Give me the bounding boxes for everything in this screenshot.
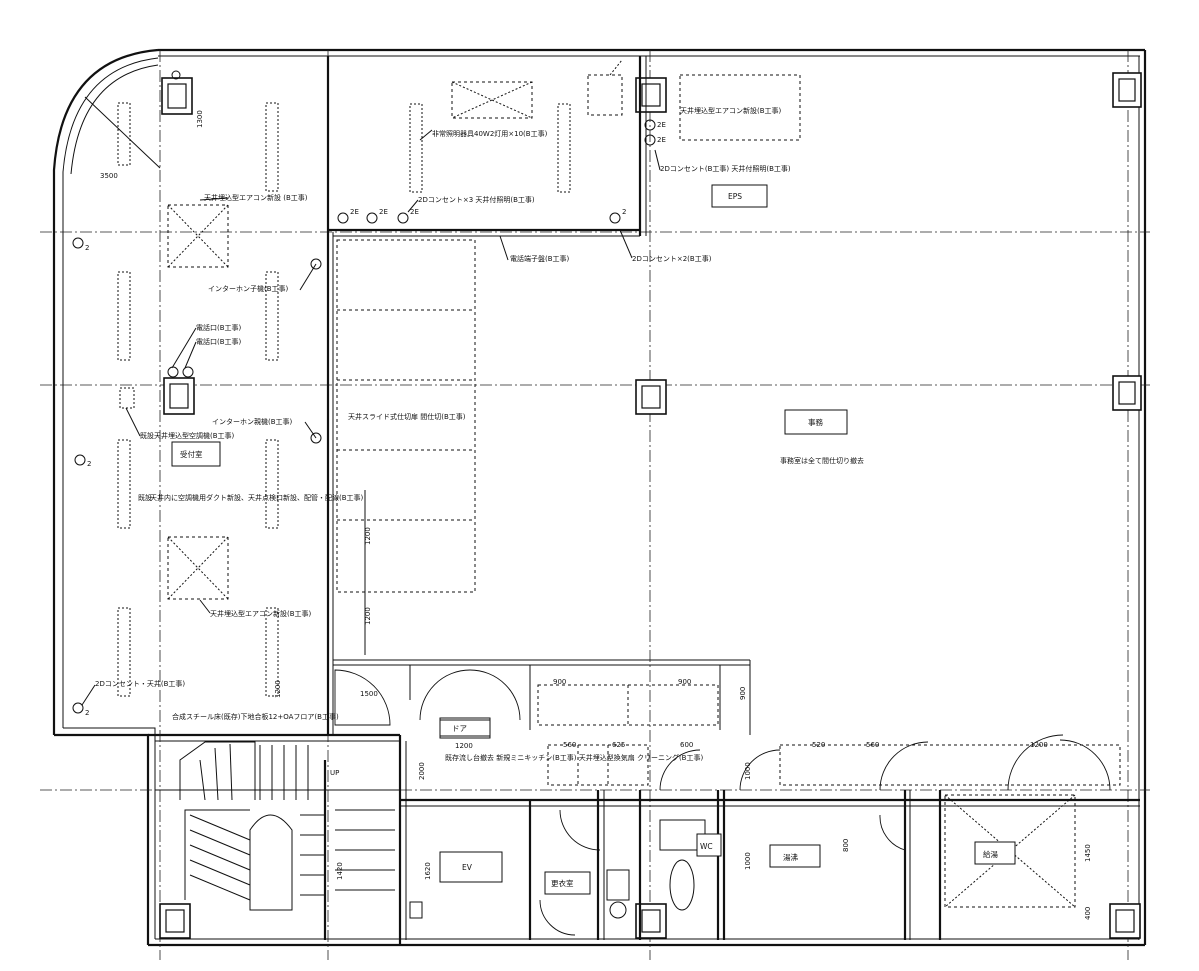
svg-text:520: 520 bbox=[812, 741, 825, 749]
svg-text:3500: 3500 bbox=[100, 172, 118, 180]
office-note: 事務室は全て間仕切り撤去 bbox=[780, 456, 864, 465]
svg-text:2: 2 bbox=[85, 244, 89, 252]
annotation: 2Dコンセント×2(B工事) bbox=[632, 254, 712, 263]
svg-text:1200: 1200 bbox=[274, 680, 282, 698]
svg-text:2: 2 bbox=[85, 709, 89, 717]
partitions bbox=[155, 56, 1140, 945]
svg-text:900: 900 bbox=[739, 687, 747, 700]
ac-units bbox=[167, 59, 1076, 908]
outlet-icon bbox=[609, 212, 621, 224]
annotations: 天井埋込型エアコン新設 (B工事) 非常照明器具40W2灯用×10(B工事) 2… bbox=[95, 106, 791, 762]
outlet-icon bbox=[182, 366, 194, 378]
column bbox=[163, 377, 195, 415]
column bbox=[1112, 375, 1142, 411]
svg-text:2: 2 bbox=[87, 460, 91, 468]
svg-text:2E: 2E bbox=[350, 208, 359, 216]
sliding-panels bbox=[336, 239, 476, 655]
annotation: 既設 bbox=[138, 493, 152, 502]
outer-walls bbox=[52, 48, 1147, 947]
door-label: ドア bbox=[452, 724, 467, 733]
annotation: 天井内に空調機用ダクト新設、天井点検口新設、配管・配線(B工事) bbox=[150, 493, 364, 502]
svg-text:2E: 2E bbox=[657, 121, 666, 129]
annotation: インターホン親機(B工事) bbox=[212, 417, 293, 426]
outlet-icon bbox=[397, 212, 409, 224]
outlet-icon bbox=[310, 258, 322, 270]
annotation: 既設天井埋込型空調機(B工事) bbox=[140, 431, 235, 440]
room-label-dressing: 更衣室 bbox=[551, 878, 574, 888]
svg-text:1000: 1000 bbox=[744, 852, 752, 870]
svg-text:1500: 1500 bbox=[360, 690, 378, 698]
annotation: 天井スライド式仕切扉 間仕切(B工事) bbox=[348, 412, 466, 421]
svg-text:2E: 2E bbox=[379, 208, 388, 216]
room-label-wc: WC bbox=[700, 842, 713, 851]
room-label-kitchen: 湯沸 bbox=[783, 852, 798, 862]
svg-text:2E: 2E bbox=[410, 208, 419, 216]
outlet-icon bbox=[72, 702, 84, 714]
svg-text:2E: 2E bbox=[657, 136, 666, 144]
outlet-icon bbox=[74, 454, 86, 466]
column bbox=[1109, 903, 1141, 939]
svg-text:1200: 1200 bbox=[455, 742, 473, 750]
outlet-icon bbox=[337, 212, 349, 224]
column bbox=[1112, 72, 1142, 108]
svg-text:1450: 1450 bbox=[1084, 844, 1092, 862]
annotation: 2Dコンセント×3 天井付照明(B工事) bbox=[418, 195, 535, 204]
svg-text:900: 900 bbox=[678, 678, 691, 686]
outlet-icon bbox=[72, 237, 84, 249]
annotation: 天井埋込型エアコン新設(B工事) bbox=[680, 106, 782, 115]
leader-lines bbox=[81, 96, 661, 706]
svg-text:1420: 1420 bbox=[336, 862, 344, 880]
room-label-reception: 受付室 bbox=[180, 449, 203, 459]
room-label-eps: EPS bbox=[728, 192, 742, 201]
annotation: インターホン子機(B工事) bbox=[208, 284, 289, 293]
annotation: 電話口(B工事) bbox=[196, 323, 242, 332]
lower-fixtures bbox=[409, 684, 1121, 919]
annotation: 電話端子盤(B工事) bbox=[510, 254, 570, 263]
svg-text:1620: 1620 bbox=[424, 862, 432, 880]
svg-text:2000: 2000 bbox=[418, 762, 426, 780]
doors bbox=[334, 669, 1111, 936]
annotation: 天井埋込型エアコン新設 (B工事) bbox=[204, 193, 308, 202]
staircase: UP bbox=[179, 741, 395, 911]
svg-text:900: 900 bbox=[553, 678, 566, 686]
column bbox=[159, 903, 191, 939]
annotation: 2Dコンセント(B工事) 天井付照明(B工事) bbox=[660, 164, 791, 173]
room-label-ev: EV bbox=[462, 863, 473, 872]
annotation: 既存流し台撤去 新規ミニキッチン(B工事) 天井埋込型換気扇 クリーニング(B工… bbox=[445, 753, 703, 762]
annotation: 2Dコンセント・天井(B工事) bbox=[95, 679, 185, 688]
outlet-icon bbox=[644, 119, 656, 131]
room-label-shaft: 給湯 bbox=[983, 849, 998, 859]
svg-text:2: 2 bbox=[622, 208, 626, 216]
annotation: 電話口(B工事) bbox=[196, 337, 242, 346]
stair-up-label: UP bbox=[330, 769, 339, 777]
grid-lines bbox=[40, 50, 1150, 960]
svg-text:600: 600 bbox=[680, 741, 693, 749]
outlet-icon bbox=[171, 70, 181, 80]
annotation: 非常照明器具40W2灯用×10(B工事) bbox=[432, 129, 548, 138]
svg-text:1300: 1300 bbox=[196, 110, 204, 128]
outlet-icon bbox=[644, 134, 656, 146]
svg-text:1200: 1200 bbox=[364, 607, 372, 625]
annotation: 合成スチール床(既存)下地合板12+OAフロア(B工事) bbox=[172, 712, 339, 721]
svg-text:560: 560 bbox=[866, 741, 879, 749]
outlet-icon bbox=[167, 366, 179, 378]
svg-text:1200: 1200 bbox=[364, 527, 372, 545]
dimensions: 3500 1300 1200 1200 1500 900 900 900 120… bbox=[100, 110, 1092, 920]
annotation: 天井埋込型エアコン新設(B工事) bbox=[210, 609, 312, 618]
room-labels: EPS 事務 事務室は全て間仕切り撤去 受付室 EV 更衣室 WC 湯沸 給湯 … bbox=[171, 184, 1016, 895]
svg-text:1200: 1200 bbox=[1030, 741, 1048, 749]
outlet-icon bbox=[310, 432, 322, 444]
columns bbox=[159, 72, 1142, 939]
light-fixtures bbox=[117, 102, 571, 697]
svg-text:560: 560 bbox=[563, 741, 576, 749]
room-label-office: 事務 bbox=[808, 417, 823, 427]
svg-text:1000: 1000 bbox=[744, 762, 752, 780]
svg-text:800: 800 bbox=[842, 839, 850, 852]
outlet-icon bbox=[366, 212, 378, 224]
svg-text:625: 625 bbox=[612, 741, 625, 749]
column bbox=[635, 379, 667, 415]
svg-text:400: 400 bbox=[1084, 907, 1092, 920]
